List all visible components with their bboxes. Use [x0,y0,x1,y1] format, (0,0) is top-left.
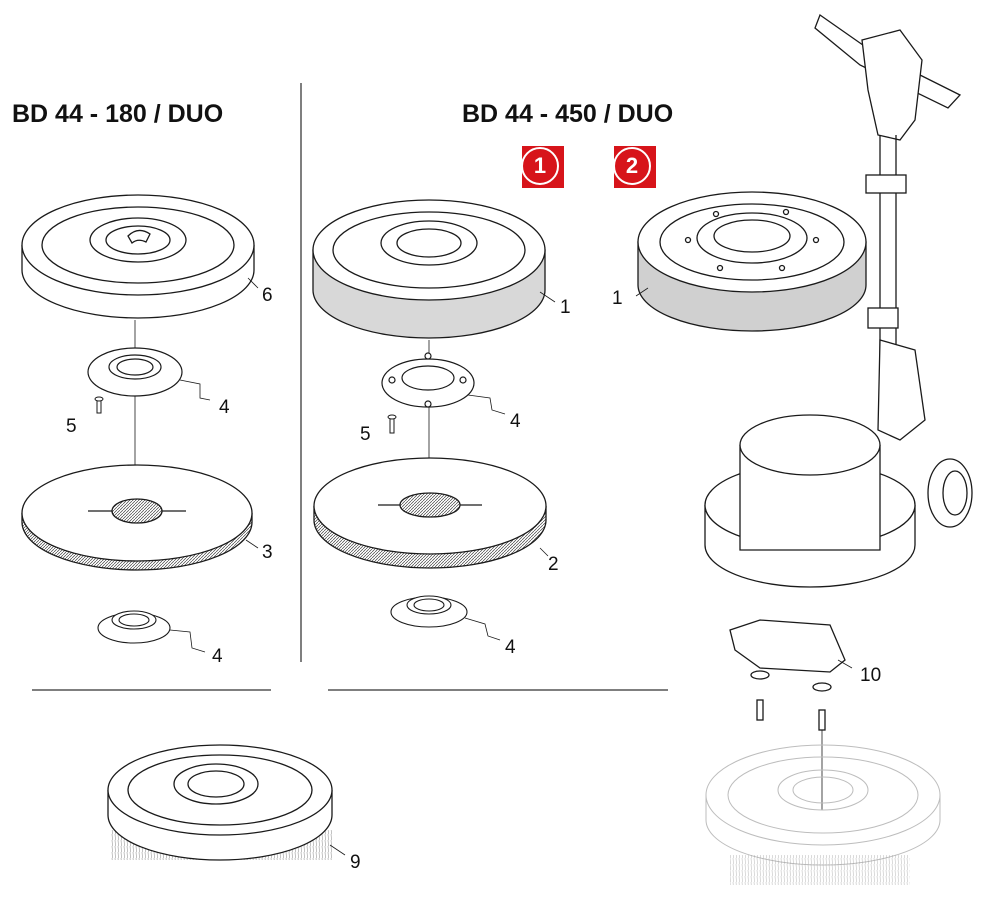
floor-machine [704,13,973,810]
clip-450 [390,595,468,628]
badge-label-2: 2 [616,151,656,189]
callout-6: 6 [262,285,273,306]
callout-2: 2 [548,554,559,575]
clip-left [97,610,171,644]
badge-2 [613,146,656,188]
callout-1-driver: 1 [560,297,571,318]
badge-1-text: 1 [533,153,547,178]
driver-disc-left [21,194,255,319]
driver-disc-450-alt [637,191,867,332]
callout-10: 10 [860,665,882,686]
brush-180 [107,744,333,861]
callout-9: 9 [350,852,361,873]
badge-label-1: 1 [524,151,564,189]
callout-1-alt: 1 [612,288,623,309]
callout-3: 3 [262,542,273,563]
callout-4-clip-left: 4 [212,646,223,667]
pad-450 [313,457,547,569]
callout-4-plate-450: 4 [510,411,521,432]
callout-5-450: 5 [360,424,371,445]
pad-left [21,464,253,571]
badge-2-text: 2 [625,153,639,178]
driver-disc-450 [312,199,546,339]
title-bd44-450: BD 44 - 450 / DUO [462,100,674,128]
callout-4-clip-450: 4 [505,637,516,658]
ghost-brush [705,744,941,885]
callout-4-plate-left: 4 [219,397,230,418]
mounting-plate-left [87,347,183,397]
title-bd44-180: BD 44 - 180 / DUO [12,100,224,128]
screw-left [94,396,104,414]
badge-1 [521,146,564,188]
callout-5-left: 5 [66,416,77,437]
screw-450 [387,414,397,434]
mounting-plate-450 [381,352,475,408]
